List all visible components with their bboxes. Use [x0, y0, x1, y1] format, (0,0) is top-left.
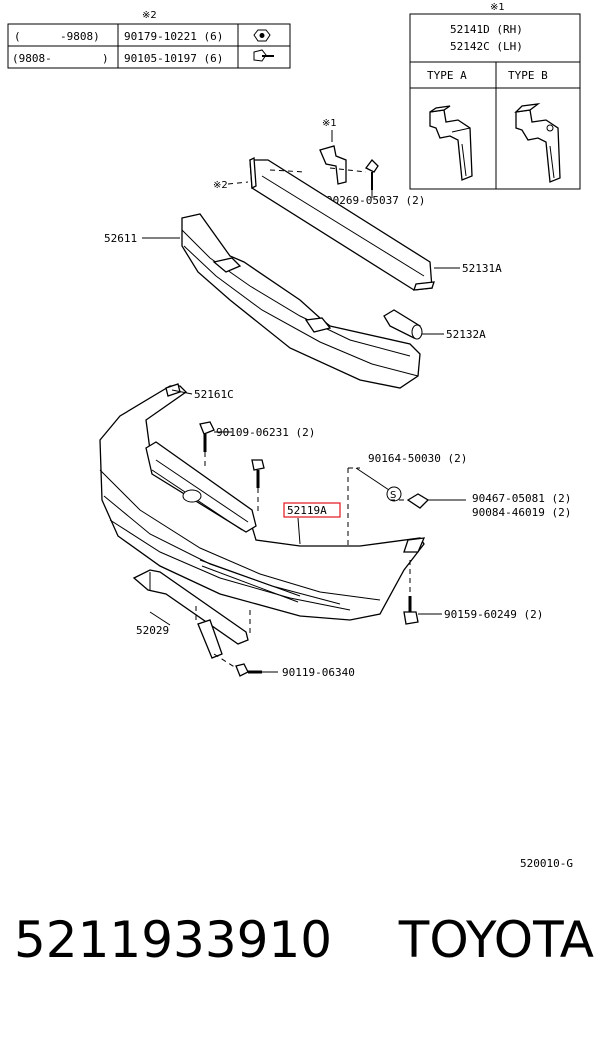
mark2-label: ※2 — [213, 180, 228, 191]
grille-bolt — [251, 459, 265, 512]
bracket-type-a-image — [429, 105, 473, 181]
callout-52611: 52611 — [104, 232, 137, 245]
fastener-row1-from: ( — [14, 30, 21, 43]
callout-90109: 90109-06231 (2) — [216, 426, 315, 439]
clip-s-mark: S — [390, 490, 396, 501]
bolt-icon — [253, 49, 274, 62]
callout-52161C: 52161C — [194, 388, 234, 401]
part-caption: 5211933910 TOYOTA — [14, 905, 594, 975]
fastener-table: ※2 ( -9808) 90179-10221 (6) (9808- ) 901… — [7, 10, 291, 69]
spacer-52132A: 52132A — [383, 309, 486, 341]
callout-52131A: 52131A — [462, 262, 502, 275]
type-a-label: TYPE A — [427, 69, 467, 82]
type-b-label: TYPE B — [508, 69, 548, 82]
energy-absorber: 52611 — [104, 213, 421, 389]
bracket-type-b-image — [514, 103, 561, 183]
lower-bracket-52029: 52029 — [132, 569, 251, 659]
screw-90159: 90159-60249 (2) — [403, 560, 543, 625]
reinforcement-beam: ※2 52131A — [213, 156, 502, 291]
fastener-table-mark: ※2 — [142, 10, 157, 21]
bracket-table: ※1 52141D (RH) 52142C (LH) TYPE A TYPE B — [409, 2, 581, 190]
fastener-row2-from: (9808- — [12, 52, 52, 65]
diagram-reference-code: 520010-G — [520, 857, 573, 870]
fastener-row2-part: 90105-10197 (6) — [124, 52, 223, 65]
fastener-row1-part: 90179-10221 (6) — [124, 30, 223, 43]
callout-90467: 90467-05081 (2) — [472, 492, 571, 505]
fastener-row1-to: -9808) — [60, 30, 100, 43]
bracket-header-lh: 52142C (LH) — [450, 40, 523, 53]
bumper-cover — [99, 383, 426, 621]
fastener-row2-to: ) — [102, 52, 109, 65]
callout-52029: 52029 — [136, 624, 169, 637]
bracket-header-rh: 52141D (RH) — [450, 23, 523, 36]
callout-52132A: 52132A — [446, 328, 486, 341]
callout-90119: 90119-06340 — [282, 666, 355, 679]
part-number: 5211933910 — [14, 911, 333, 969]
bracket-table-mark: ※1 — [490, 2, 505, 13]
callout-90269: 90269-05037 (2) — [326, 194, 425, 207]
clip-90164: 90164-50030 (2) S — [347, 452, 467, 548]
bolt-90119: 90119-06340 — [213, 653, 355, 679]
mark1-label: ※1 — [322, 118, 337, 129]
nut-icon — [253, 29, 271, 42]
screw-90109: 90109-06231 (2) — [199, 421, 315, 470]
retainer-52161C: 52161C — [171, 388, 234, 401]
callout-90159: 90159-60249 (2) — [444, 608, 543, 621]
upper-bracket-group: ※1 90269-05037 (2) — [319, 118, 425, 207]
callout-90084: 90084-46019 (2) — [472, 506, 571, 519]
callout-90164: 90164-50030 (2) — [368, 452, 467, 465]
clip-90467: 90467-05081 (2) 90084-46019 (2) — [390, 492, 571, 519]
brand-name: TOYOTA — [398, 911, 594, 969]
callout-52119A-group: 52119A — [283, 502, 341, 545]
callout-52119A: 52119A — [287, 504, 327, 517]
